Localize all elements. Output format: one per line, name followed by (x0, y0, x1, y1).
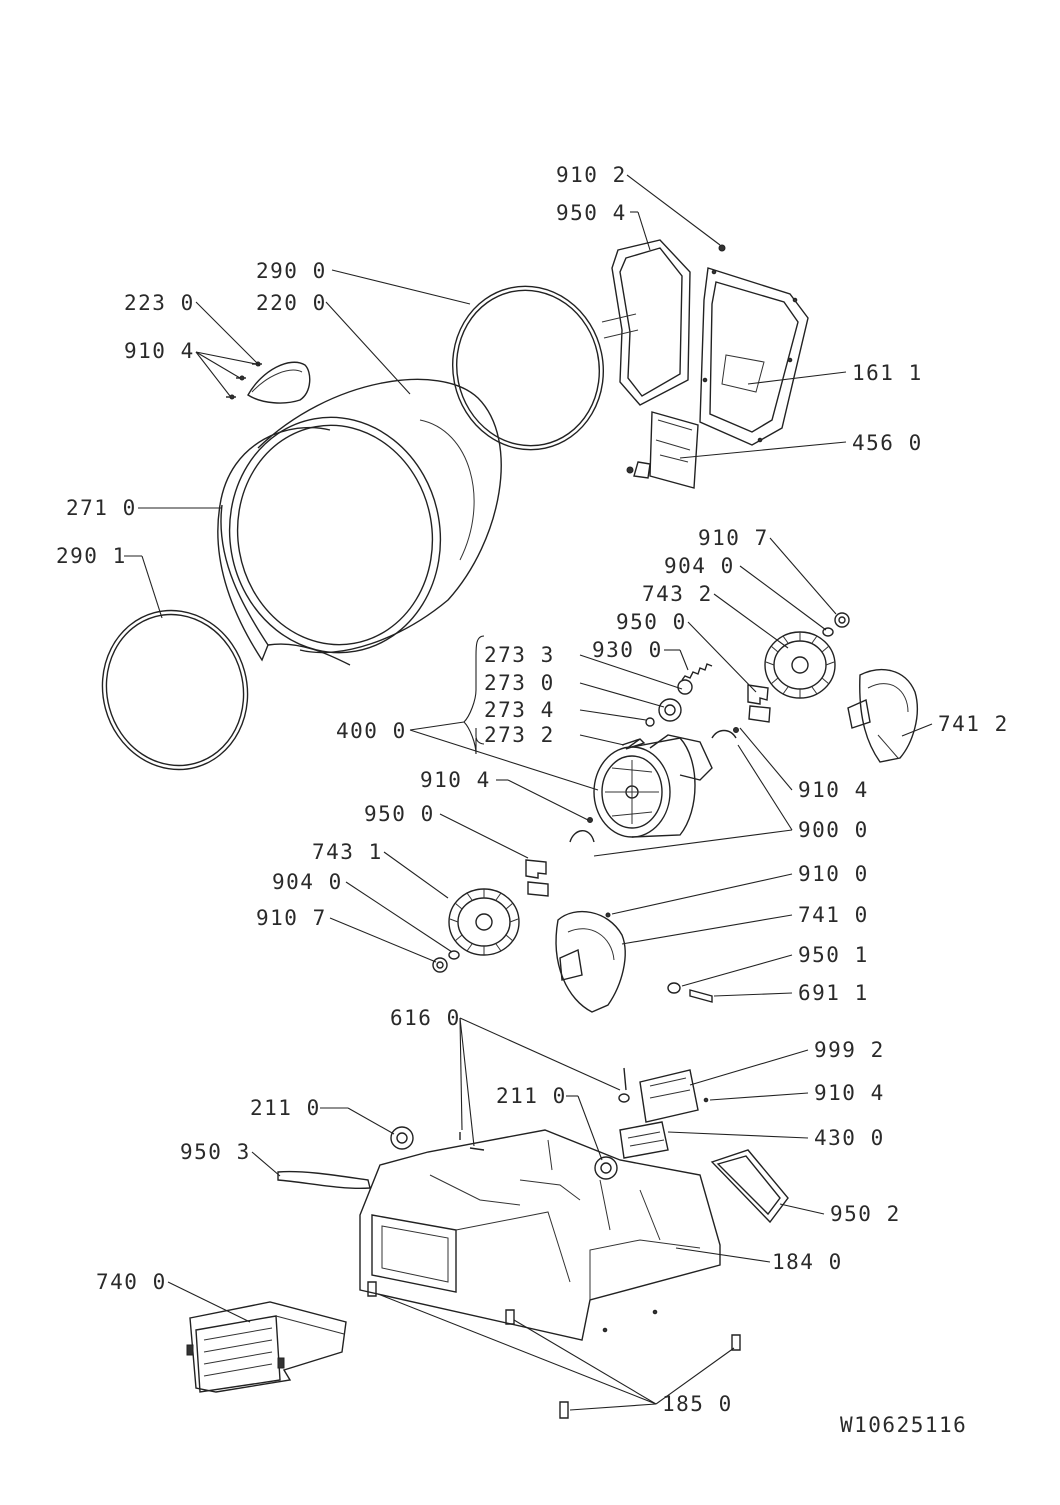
label-741-0: 741 0 (798, 903, 869, 927)
drum-roller-right (594, 1156, 618, 1180)
label-950-3: 950 3 (180, 1140, 251, 1164)
label-910-7-a: 910 7 (698, 526, 769, 550)
label-900-0: 900 0 (798, 818, 869, 842)
lint-gasket (710, 1149, 789, 1224)
bearing-group (621, 679, 693, 750)
screw-910-2 (718, 244, 726, 252)
label-740-0: 740 0 (96, 1270, 167, 1294)
label-910-4-d: 910 4 (814, 1081, 885, 1105)
fan-housing-left (555, 910, 626, 1013)
leader-lines (124, 174, 933, 1411)
label-950-4: 950 4 (556, 201, 627, 225)
seal-strip (277, 1170, 371, 1190)
gasket-pieces-right (747, 684, 771, 723)
label-271-0: 271 0 (66, 496, 137, 520)
label-616-0: 616 0 (390, 1006, 461, 1030)
fan-housing-right (847, 668, 919, 763)
label-904-0-a: 904 0 (664, 554, 735, 578)
drum-roller-left (390, 1126, 414, 1150)
fan-impeller-right (764, 631, 836, 699)
front-drum-felt (217, 426, 351, 666)
label-950-2: 950 2 (830, 1202, 901, 1226)
label-400-0: 400 0 (336, 719, 407, 743)
label-743-2: 743 2 (642, 582, 713, 606)
fan-impeller-left (448, 888, 520, 956)
label-910-2: 910 2 (556, 163, 627, 187)
label-290-1: 290 1 (56, 544, 127, 568)
motor (593, 734, 713, 838)
label-161-1: 161 1 (852, 361, 923, 385)
label-273-4: 273 4 (484, 698, 555, 722)
label-430-0: 430 0 (814, 1126, 885, 1150)
tension-spring (681, 663, 713, 681)
label-211-0-a: 211 0 (250, 1096, 321, 1120)
label-950-0-a: 950 0 (616, 610, 687, 634)
label-743-1: 743 1 (312, 840, 383, 864)
label-273-3: 273 3 (484, 643, 555, 667)
filter-sensor (667, 982, 713, 1003)
label-223-0: 223 0 (124, 291, 195, 315)
label-910-4-b: 910 4 (420, 768, 491, 792)
washer-nut-right (822, 612, 850, 637)
label-930-0: 930 0 (592, 638, 663, 662)
condenser (186, 1301, 347, 1393)
label-904-0-b: 904 0 (272, 870, 343, 894)
label-691-1: 691 1 (798, 981, 869, 1005)
rear-drum-seal-ring (451, 285, 605, 451)
heater-module (618, 1067, 709, 1159)
feet (367, 1281, 741, 1419)
drum (228, 378, 502, 654)
rear-gasket (601, 239, 691, 406)
label-910-4-c: 910 4 (798, 778, 869, 802)
label-950-1: 950 1 (798, 943, 869, 967)
drawing-number: W10625116 (840, 1413, 967, 1437)
front-drum-seal-ring (101, 609, 249, 771)
label-273-2: 273 2 (484, 723, 555, 747)
part-labels: 910 2 950 4 290 0 223 0 220 0 910 4 161 … (56, 163, 1009, 1437)
label-910-4-a: 910 4 (124, 339, 195, 363)
label-184-0: 184 0 (772, 1250, 843, 1274)
label-741-2: 741 2 (938, 712, 1009, 736)
label-910-7-b: 910 7 (256, 906, 327, 930)
motor-clip-upper (711, 727, 739, 739)
label-290-0: 290 0 (256, 259, 327, 283)
motor-clip-lower (569, 817, 595, 843)
label-185-0: 185 0 (662, 1392, 733, 1416)
label-211-0-b: 211 0 (496, 1084, 567, 1108)
label-220-0: 220 0 (256, 291, 327, 315)
washer-nut-left (432, 950, 460, 973)
label-999-2: 999 2 (814, 1038, 885, 1062)
rear-bulkhead (699, 267, 809, 446)
label-456-0: 456 0 (852, 431, 923, 455)
pins (459, 1132, 485, 1151)
label-950-0-b: 950 0 (364, 802, 435, 826)
label-273-0: 273 0 (484, 671, 555, 695)
electronic-module (626, 411, 699, 489)
drum-lifter (226, 361, 311, 404)
label-910-0: 910 0 (798, 862, 869, 886)
gasket-pieces-left (525, 859, 549, 897)
